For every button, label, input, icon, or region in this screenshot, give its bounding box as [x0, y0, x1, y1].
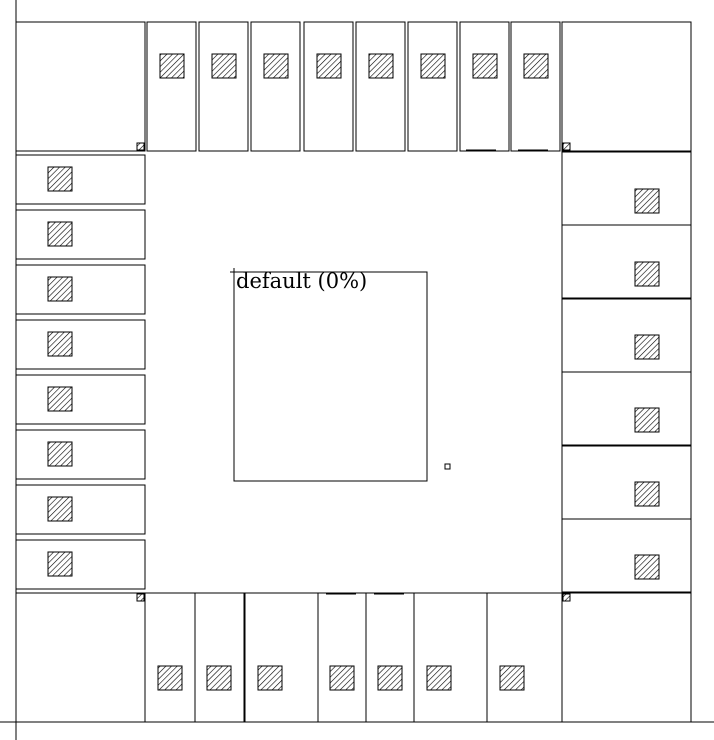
bottom-row: [144, 592, 563, 723]
hatched-pad-icon: [257, 665, 283, 691]
left-column: [15, 154, 146, 590]
corner-cell-top-right[interactable]: [561, 21, 692, 152]
hatched-pad-icon: [499, 665, 525, 691]
corner-cell-bottom-right[interactable]: [561, 592, 692, 723]
io-cell[interactable]: [144, 592, 196, 723]
io-cell[interactable]: [355, 21, 406, 152]
small-marker-icon: [444, 463, 451, 470]
hatched-pad-icon: [157, 665, 183, 691]
hatched-pad-icon: [211, 53, 237, 79]
io-cell[interactable]: [15, 539, 146, 590]
io-cell[interactable]: [317, 592, 367, 723]
hatched-pad-icon: [206, 665, 232, 691]
core-label: default (0%): [236, 269, 367, 293]
io-cell[interactable]: [15, 484, 146, 535]
io-cell[interactable]: [250, 21, 301, 152]
io-cell[interactable]: [146, 21, 197, 152]
hatched-pad-icon: [377, 665, 403, 691]
hatched-pad-icon: [47, 496, 73, 522]
io-cell[interactable]: [561, 371, 692, 446]
io-cell[interactable]: [561, 298, 692, 373]
corner-marker-icon: [562, 593, 571, 602]
io-cell[interactable]: [486, 592, 563, 723]
hatched-pad-icon: [634, 481, 660, 507]
io-cell[interactable]: [194, 592, 245, 723]
hatched-pad-icon: [47, 551, 73, 577]
hatched-pad-icon: [523, 53, 549, 79]
io-cell[interactable]: [561, 151, 692, 226]
hatched-pad-icon: [47, 276, 73, 302]
io-cell[interactable]: [15, 319, 146, 370]
io-cell[interactable]: [244, 592, 319, 723]
io-cell[interactable]: [15, 209, 146, 260]
hatched-pad-icon: [47, 166, 73, 192]
io-cell[interactable]: [198, 21, 249, 152]
io-cell[interactable]: [413, 592, 488, 723]
hatched-pad-icon: [316, 53, 342, 79]
hatched-pad-icon: [634, 407, 660, 433]
hatched-pad-icon: [634, 334, 660, 360]
hatched-pad-icon: [329, 665, 355, 691]
hatched-pad-icon: [47, 386, 73, 412]
top-row: [146, 21, 561, 152]
io-cell[interactable]: [561, 445, 692, 520]
io-cell[interactable]: [15, 264, 146, 315]
hatched-pad-icon: [634, 188, 660, 214]
io-cell[interactable]: [15, 374, 146, 425]
corner-cell-top-left[interactable]: [15, 21, 146, 152]
hatched-pad-icon: [263, 53, 289, 79]
io-cell[interactable]: [459, 21, 510, 152]
io-cell[interactable]: [510, 21, 561, 152]
corner-cell-bottom-left[interactable]: [15, 592, 146, 723]
io-cell[interactable]: [303, 21, 354, 152]
hatched-pad-icon: [47, 441, 73, 467]
io-cell[interactable]: [15, 429, 146, 480]
hatched-pad-icon: [472, 53, 498, 79]
hatched-pad-icon: [159, 53, 185, 79]
hatched-pad-icon: [426, 665, 452, 691]
corner-marker-icon: [136, 593, 145, 602]
hatched-pad-icon: [47, 331, 73, 357]
io-cell[interactable]: [561, 224, 692, 299]
io-cell[interactable]: [365, 592, 415, 723]
hatched-pad-icon: [47, 221, 73, 247]
core-region[interactable]: [233, 271, 428, 482]
right-column: [561, 151, 692, 593]
io-cell[interactable]: [15, 154, 146, 205]
hatched-pad-icon: [634, 554, 660, 580]
hatched-pad-icon: [420, 53, 446, 79]
io-cell[interactable]: [561, 518, 692, 593]
hatched-pad-icon: [634, 261, 660, 287]
corner-marker-icon: [562, 142, 571, 151]
hatched-pad-icon: [368, 53, 394, 79]
corner-marker-icon: [136, 142, 145, 151]
io-cell[interactable]: [407, 21, 458, 152]
